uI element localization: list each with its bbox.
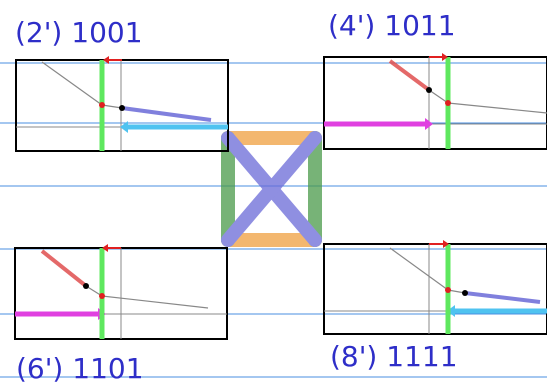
panel-label: (4') 1011 xyxy=(328,9,456,42)
panel-2: (2') 1001 xyxy=(15,16,229,152)
magenta-arrowhead xyxy=(425,118,433,130)
red-point xyxy=(99,293,105,299)
cyan-arrowhead xyxy=(447,305,455,317)
black-point xyxy=(462,290,468,296)
red-segment xyxy=(388,59,431,92)
panel-4: (4') 1011 xyxy=(323,9,547,150)
black-point xyxy=(83,283,89,289)
panel-8: (8') 1111 xyxy=(323,240,547,373)
gray-curve xyxy=(428,89,449,104)
red-point xyxy=(445,100,451,106)
red-arrowhead xyxy=(442,53,448,61)
panel-frame xyxy=(323,56,547,150)
red-segment xyxy=(40,249,88,288)
gray-curve xyxy=(41,61,103,106)
panel-frame xyxy=(323,243,547,335)
red-arrowhead xyxy=(102,244,108,252)
guide-lines xyxy=(0,62,547,378)
panel-label: (2') 1001 xyxy=(15,16,143,49)
center-square xyxy=(221,131,322,247)
panel-label: (8') 1111 xyxy=(330,340,458,373)
gray-curve xyxy=(85,285,103,297)
red-point xyxy=(445,287,451,293)
cyan-arrowhead xyxy=(120,121,128,133)
panel-label: (6') 1101 xyxy=(16,352,144,383)
gray-curve xyxy=(101,295,209,309)
red-arrowhead xyxy=(103,56,109,64)
panel-6: (6') 1101 xyxy=(14,244,228,383)
black-point xyxy=(119,105,125,111)
gray-curve xyxy=(389,247,449,291)
gray-curve xyxy=(101,104,123,109)
black-point xyxy=(426,87,432,93)
blue-segment xyxy=(121,106,212,122)
gray-curve xyxy=(447,102,547,114)
blue-segment xyxy=(464,291,541,304)
square-diagonal xyxy=(221,131,322,247)
red-point xyxy=(99,102,105,108)
red-arrowhead xyxy=(443,240,449,248)
